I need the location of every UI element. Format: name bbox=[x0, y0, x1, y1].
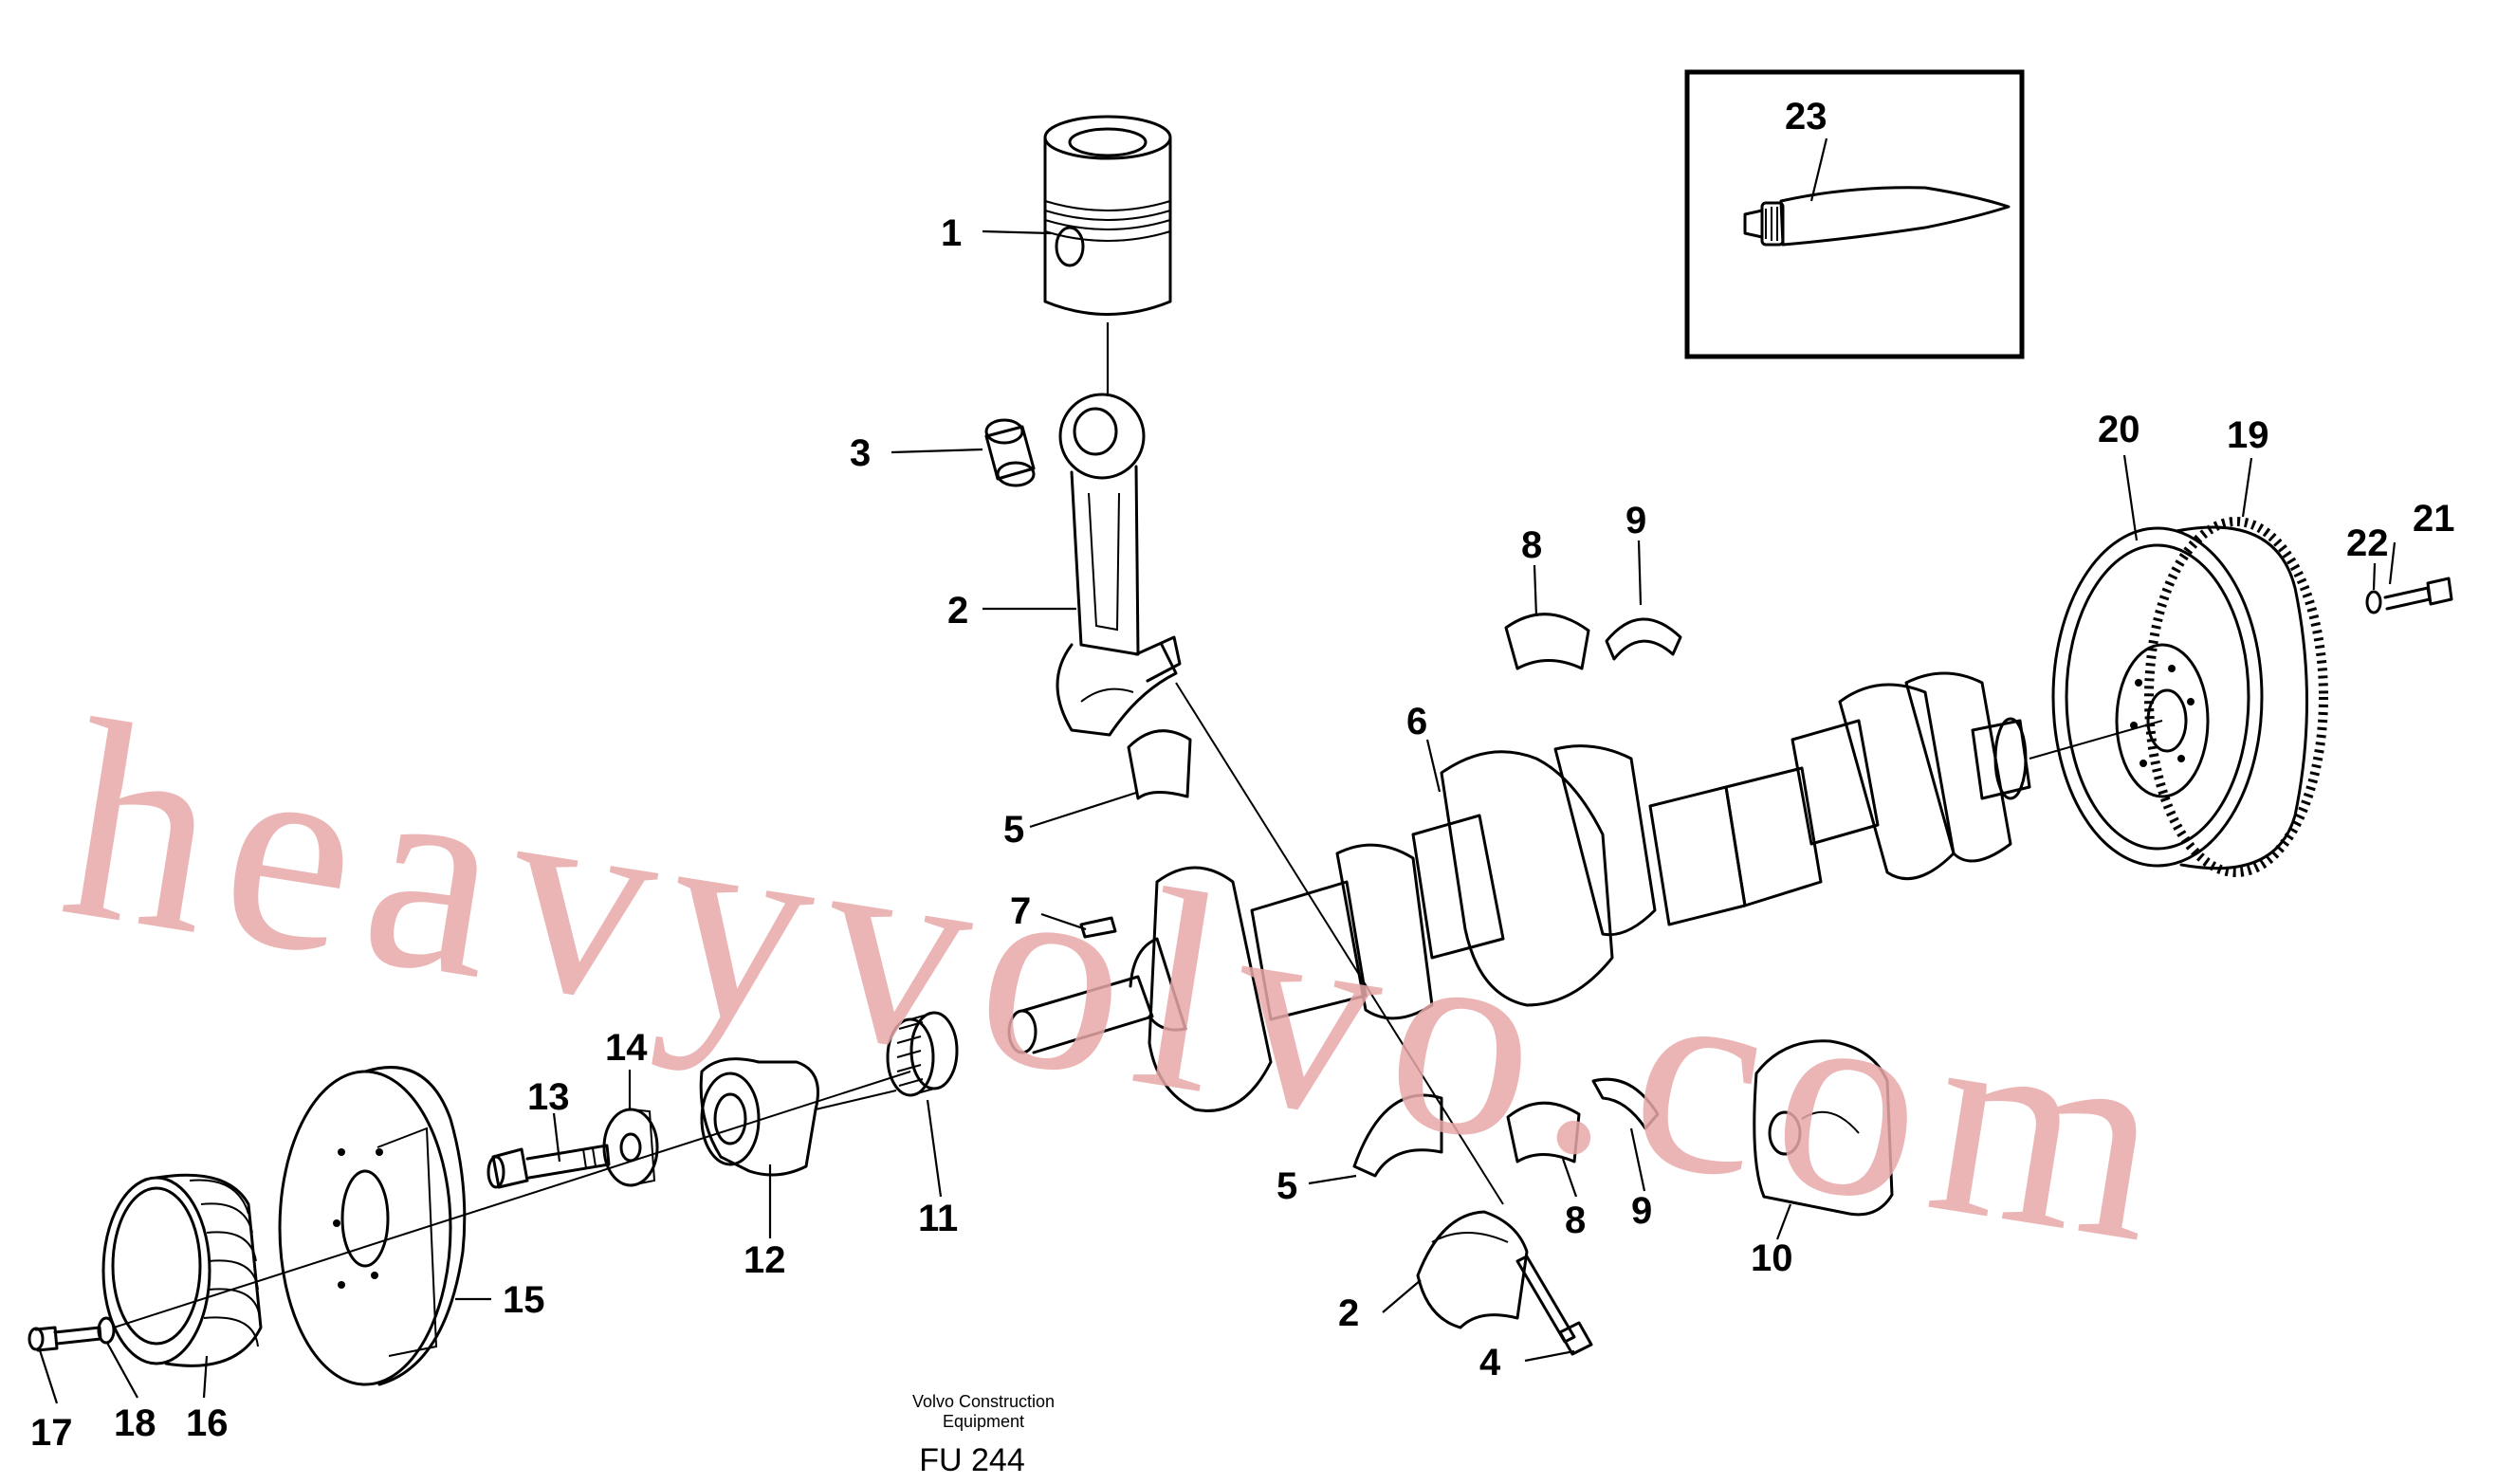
callout-16[interactable]: 16 bbox=[186, 1402, 229, 1444]
callout-6[interactable]: 6 bbox=[1406, 701, 1427, 742]
bearing-shell-part-5-lower[interactable] bbox=[1352, 1093, 1443, 1178]
thrust-washer-part-9-upper[interactable] bbox=[1605, 617, 1682, 661]
callout-14[interactable]: 14 bbox=[605, 1027, 648, 1069]
crankshaft-part-6[interactable] bbox=[1007, 671, 2031, 1112]
bolt-part-21[interactable] bbox=[2383, 577, 2453, 611]
watermark: heavyvolvo.com bbox=[47, 660, 2198, 1304]
callout-23[interactable]: 23 bbox=[1785, 96, 1827, 137]
callout-10[interactable]: 10 bbox=[1751, 1237, 1793, 1279]
callouts: 1 2 2 3 4 5 5 6 7 8 8 9 9 10 11 12 13 14… bbox=[30, 96, 2455, 1454]
callout-13[interactable]: 13 bbox=[527, 1076, 570, 1118]
callout-5-lower[interactable]: 5 bbox=[1276, 1165, 1297, 1207]
callout-1[interactable]: 1 bbox=[941, 212, 962, 254]
callout-11[interactable]: 11 bbox=[918, 1198, 958, 1239]
callout-3[interactable]: 3 bbox=[850, 432, 871, 474]
callout-19[interactable]: 19 bbox=[2227, 414, 2269, 456]
damper-part-16[interactable] bbox=[101, 1173, 263, 1367]
washer-part-14[interactable] bbox=[602, 1108, 659, 1187]
footer: Volvo Construction Equipment FU 244 bbox=[912, 1392, 1055, 1478]
callout-18[interactable]: 18 bbox=[114, 1402, 156, 1444]
bushing-part-3[interactable] bbox=[984, 418, 1036, 487]
callout-22[interactable]: 22 bbox=[2346, 522, 2389, 564]
callout-17[interactable]: 17 bbox=[30, 1412, 73, 1454]
footer-company-line1: Volvo Construction bbox=[912, 1392, 1055, 1411]
connecting-rod-part-2[interactable] bbox=[1056, 393, 1182, 737]
callout-2-cap[interactable]: 2 bbox=[1338, 1292, 1359, 1334]
crank-gear-part-11[interactable] bbox=[886, 1011, 959, 1097]
key-part-7[interactable] bbox=[1079, 916, 1117, 939]
footer-figure-code: FU 244 bbox=[919, 1442, 1025, 1478]
main-bearing-part-8-upper[interactable] bbox=[1504, 613, 1590, 670]
callout-8-upper[interactable]: 8 bbox=[1521, 524, 1542, 566]
piston-part-1[interactable] bbox=[1043, 115, 1172, 316]
leader-lines bbox=[38, 137, 2397, 1404]
hub-part-12[interactable] bbox=[699, 1057, 897, 1177]
callout-21[interactable]: 21 bbox=[2413, 498, 2455, 540]
main-bearing-part-8-lower[interactable] bbox=[1506, 1101, 1581, 1163]
bolt-part-17[interactable] bbox=[28, 1326, 102, 1352]
bolt-part-13[interactable] bbox=[487, 1144, 611, 1189]
callout-15[interactable]: 15 bbox=[503, 1279, 545, 1321]
callout-2-rod[interactable]: 2 bbox=[947, 590, 968, 632]
callout-5-upper[interactable]: 5 bbox=[1003, 809, 1024, 851]
callout-12[interactable]: 12 bbox=[744, 1239, 786, 1281]
callout-4[interactable]: 4 bbox=[1479, 1342, 1501, 1383]
pulley-part-15[interactable] bbox=[278, 1066, 467, 1386]
thrust-washer-part-9-lower[interactable] bbox=[1591, 1077, 1660, 1130]
callout-7[interactable]: 7 bbox=[1010, 890, 1031, 932]
rod-cap-part-2-lower[interactable] bbox=[1416, 1210, 1529, 1329]
callout-20[interactable]: 20 bbox=[2098, 409, 2140, 450]
footer-company-line2: Equipment bbox=[943, 1412, 1024, 1431]
callout-8-lower[interactable]: 8 bbox=[1565, 1200, 1586, 1241]
callout-9-lower[interactable]: 9 bbox=[1631, 1190, 1652, 1232]
bearing-shell-part-5-upper[interactable] bbox=[1127, 729, 1192, 800]
washer-part-22[interactable] bbox=[2365, 590, 2382, 614]
bearing-cap-part-10[interactable] bbox=[1753, 1039, 1894, 1217]
ring-gear-part-20[interactable] bbox=[2144, 517, 2328, 877]
callout-9-upper[interactable]: 9 bbox=[1625, 500, 1646, 541]
flywheel-part-19[interactable] bbox=[2051, 525, 2308, 870]
inset-box bbox=[1684, 69, 2025, 359]
sealant-tube-part-23[interactable] bbox=[1743, 186, 2011, 247]
cap-bolt-part-4[interactable] bbox=[1515, 1255, 1593, 1356]
